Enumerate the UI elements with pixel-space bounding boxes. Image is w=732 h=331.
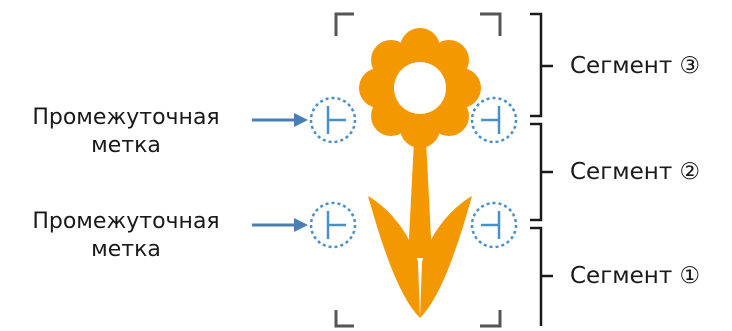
intermediate-label-top: Промежуточная метка (6, 104, 246, 160)
mark-top-left (311, 98, 355, 142)
intermediate-label-bottom: Промежуточная метка (6, 208, 246, 264)
mark-bottom-right (472, 203, 516, 247)
corner-mark-top-right (480, 14, 500, 36)
segment-bracket-3 (530, 14, 553, 116)
mark-bottom-left (311, 203, 355, 247)
flower-stem (408, 140, 432, 258)
intermediate-label-bottom-line2: метка (6, 236, 246, 264)
segment-label-1: Сегмент ① (570, 262, 700, 290)
intermediate-label-bottom-line1: Промежуточная (6, 208, 246, 236)
corner-mark-bottom-left (336, 310, 354, 326)
mark-top-right (472, 98, 516, 142)
segment-bracket-1 (530, 228, 553, 326)
intermediate-label-top-line1: Промежуточная (6, 104, 246, 132)
flower-center (394, 62, 446, 114)
arrow-to-mark-top (252, 113, 308, 127)
segment-label-2: Сегмент ② (570, 158, 700, 186)
intermediate-label-top-line2: метка (6, 132, 246, 160)
arrows (252, 113, 308, 232)
segment-brackets (530, 14, 553, 326)
corner-mark-bottom-right (480, 310, 500, 326)
segment-label-3: Сегмент ③ (570, 52, 700, 80)
corner-mark-top-left (336, 14, 354, 36)
arrow-to-mark-bottom (252, 218, 308, 232)
segment-bracket-2 (530, 124, 553, 220)
flower-icon (359, 28, 481, 318)
